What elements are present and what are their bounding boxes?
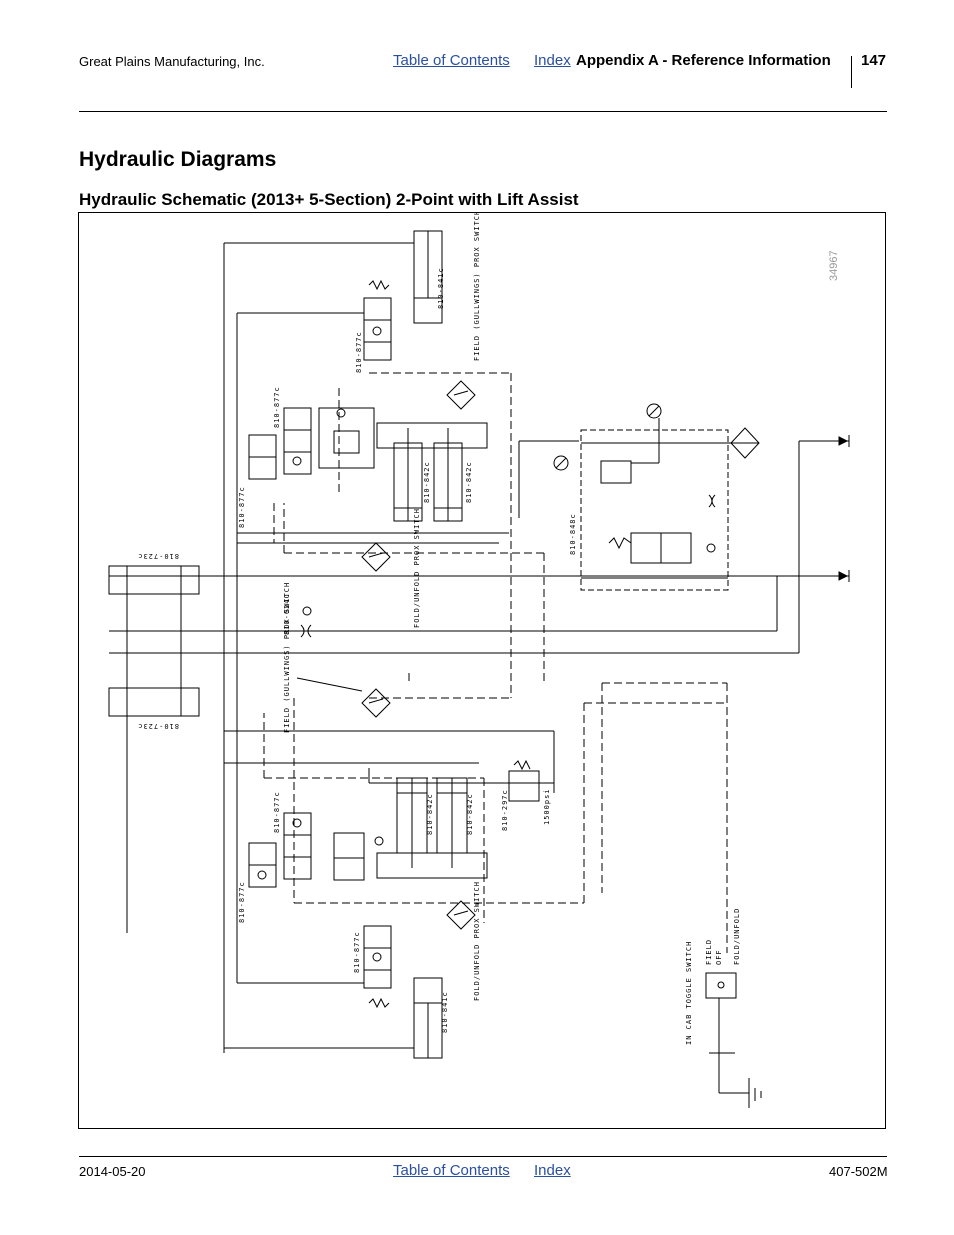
valve-relief-low xyxy=(333,832,488,881)
label-c877-mid: 810-877c xyxy=(273,386,281,428)
lift-assist-manifold xyxy=(553,403,760,591)
footer-index-link[interactable]: Index xyxy=(534,1162,571,1179)
valve-024 xyxy=(300,606,312,638)
diagram-subtitle: Hydraulic Schematic (2013+ 5-Section) 2-… xyxy=(79,190,579,209)
label-psi: 1500psi xyxy=(543,788,551,825)
label-c842-c: 810-842c xyxy=(426,793,434,835)
header-index-link[interactable]: Index xyxy=(534,52,571,69)
valve-877-low-a xyxy=(248,812,312,888)
valve-877-bottom xyxy=(363,925,392,1009)
label-c024: 810-024C xyxy=(283,593,291,635)
hydraulic-schematic: 34967 xyxy=(108,213,850,1108)
page-title: Hydraulic Diagrams xyxy=(79,148,277,171)
company-name: Great Plains Manufacturing, Inc. xyxy=(79,54,265,69)
label-c877-top: 810-877c xyxy=(355,331,363,373)
cylinders-842-lower xyxy=(396,777,468,868)
label-prox-fold-bot: FOLD/UNFOLD PROX SWITCH xyxy=(473,881,481,1001)
cylinder-723-bottom xyxy=(108,594,200,717)
header-toc-link[interactable]: Table of Contents xyxy=(393,52,510,69)
valve-297 xyxy=(508,759,540,802)
label-c877-low: 810-877c xyxy=(273,791,281,833)
label-toggle-off: OFF xyxy=(715,949,723,965)
valve-relief-mid xyxy=(318,407,488,469)
section-title: Appendix A - Reference Information xyxy=(576,52,831,69)
label-c841-bot: 810-841c xyxy=(441,991,449,1033)
label-toggle: IN CAB TOGGLE SWITCH xyxy=(685,941,693,1045)
label-toggle-field: FIELD xyxy=(705,939,713,965)
cylinders-842-upper xyxy=(393,428,463,522)
header-divider xyxy=(851,56,852,88)
label-prox-field-mid: FIELD (GULLWINGS) PROX SWITCH xyxy=(283,582,291,733)
valve-877-top xyxy=(363,279,392,361)
prox-switches xyxy=(296,380,476,930)
label-c723-top: 810-723c xyxy=(137,552,179,560)
label-c877-low2: 810-877c xyxy=(238,881,246,923)
label-c297: 810-297c xyxy=(501,789,509,831)
header-rule xyxy=(79,111,887,112)
doc-number: 407-502M xyxy=(829,1164,888,1179)
hydraulic-schematic-figure: 34967 xyxy=(78,212,886,1129)
cylinder-723-top xyxy=(108,565,200,933)
label-c877-bot: 810-877c xyxy=(353,931,361,973)
fittings-right xyxy=(838,435,850,582)
cylinder-841-top xyxy=(413,230,443,324)
hydraulic-lines xyxy=(109,242,849,1053)
page-number: 147 xyxy=(861,52,887,69)
label-toggle-fold: FOLD/UNFOLD xyxy=(733,908,741,965)
valve-877-mid-a xyxy=(248,407,312,480)
pilot-lines xyxy=(263,372,728,953)
label-c842-d: 810-842c xyxy=(466,793,474,835)
label-c842-b: 810-842c xyxy=(465,461,473,503)
label-c841-top: 810-841c xyxy=(437,267,445,309)
cylinder-841-bottom xyxy=(413,977,443,1059)
label-prox-fold-mid: FOLD/UNFOLD PROX SWITCH xyxy=(413,508,421,628)
footer-toc-link[interactable]: Table of Contents xyxy=(393,1162,510,1179)
footer-rule xyxy=(79,1156,887,1157)
toggle-switch-box xyxy=(705,972,762,1108)
figure-id: 34967 xyxy=(828,250,840,281)
footer-date: 2014-05-20 xyxy=(79,1164,146,1179)
label-c877-mid2: 810-877c xyxy=(238,486,246,528)
label-c848: 810-848c xyxy=(569,513,577,555)
label-c723-bot: 810-723c xyxy=(137,722,179,730)
label-prox-field-top: FIELD (GULLWINGS) PROX SWITCH xyxy=(473,213,481,361)
label-c842-a: 810-842c xyxy=(423,461,431,503)
